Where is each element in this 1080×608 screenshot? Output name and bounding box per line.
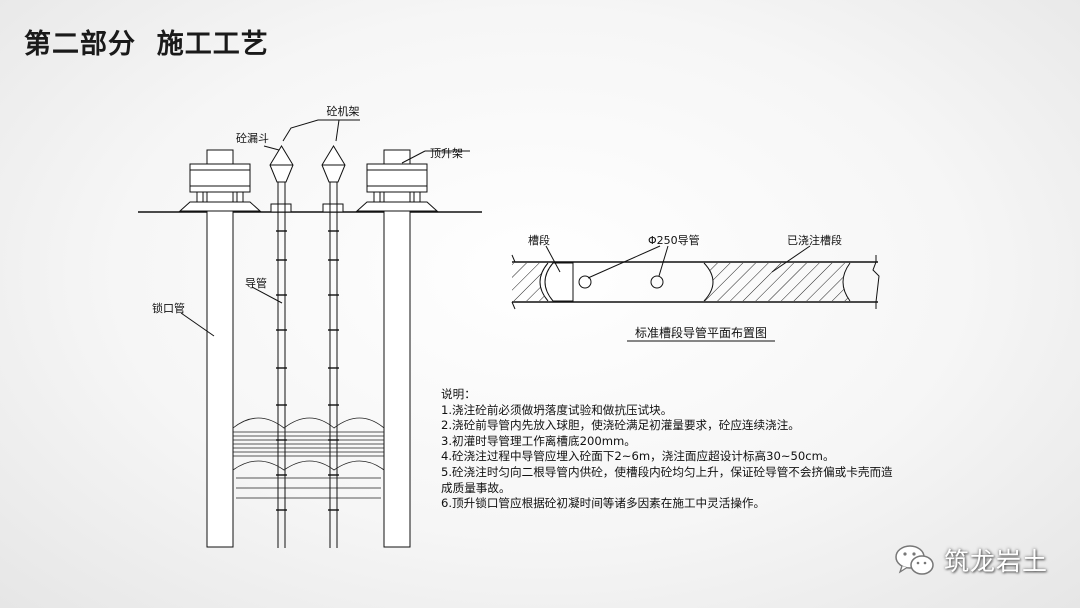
notes: 说明： 1.浇注砼前必须做坍落度试验和做抗压试块。 2.浇砼前导管内先放入球胆，…: [441, 387, 901, 512]
locking-pipe-right: [383, 149, 411, 548]
note-item: 5.砼浇注时匀向二根导管内供砼，使槽段内砼均匀上升，保证砼导管不会挤偏或卡壳而造…: [441, 464, 893, 495]
jacking-frame-left: [178, 163, 262, 212]
concrete-bands: [232, 417, 385, 499]
label-jacking-frame: 顶升架: [430, 147, 463, 160]
note-item: 2.浇砼前导管内先放入球胆，使浇砼满足初灌量要求，砼应连续浇注。: [441, 418, 800, 433]
pipe-collars: [276, 230, 339, 511]
label-hopper: 砼漏斗: [236, 132, 269, 145]
slide-title: 第二部分 施工工艺: [24, 29, 269, 60]
label-tremie: 导管: [245, 276, 267, 290]
label-pipe: Φ250导管: [648, 233, 700, 247]
plan-pipe-1: [578, 275, 592, 289]
locking-pipe-left: [206, 149, 234, 548]
jacking-frame-right: [355, 163, 439, 212]
section-view: [138, 119, 482, 548]
watermark-text: 筑龙岩土: [944, 547, 1049, 576]
note-item: 6.顶升锁口管应根据砼初凝时间等诸多因素在施工中灵活操作。: [441, 496, 766, 511]
plan-caption: 标准槽段导管平面布置图: [635, 325, 767, 340]
tremie-left: [277, 182, 286, 548]
notes-heading: 说明：: [441, 387, 476, 401]
wechat-icon: [895, 545, 934, 575]
label-poured-segment: 已浇注槽段: [787, 233, 842, 247]
tremie-right: [329, 182, 338, 548]
label-concrete-frame: 砼机架: [327, 104, 360, 118]
note-item: 3.初灌时导管理工作离槽底200mm。: [441, 433, 636, 448]
hopper-right: [321, 145, 346, 183]
label-trench-segment: 槽段: [528, 233, 550, 247]
note-item: 1.浇注砼前必须做坍落度试验和做抗压试块。: [441, 402, 673, 417]
label-locking-pipe: 锁口管: [152, 301, 185, 315]
note-item: 4.砼浇注过程中导管应埋入砼面下2~6m，浇注面应超设计标高30~50cm。: [441, 449, 835, 464]
watermark: 筑龙岩土: [894, 540, 1048, 580]
plan-pipe-2: [650, 275, 664, 289]
hopper-left: [269, 145, 294, 183]
plan-view: [511, 245, 880, 342]
